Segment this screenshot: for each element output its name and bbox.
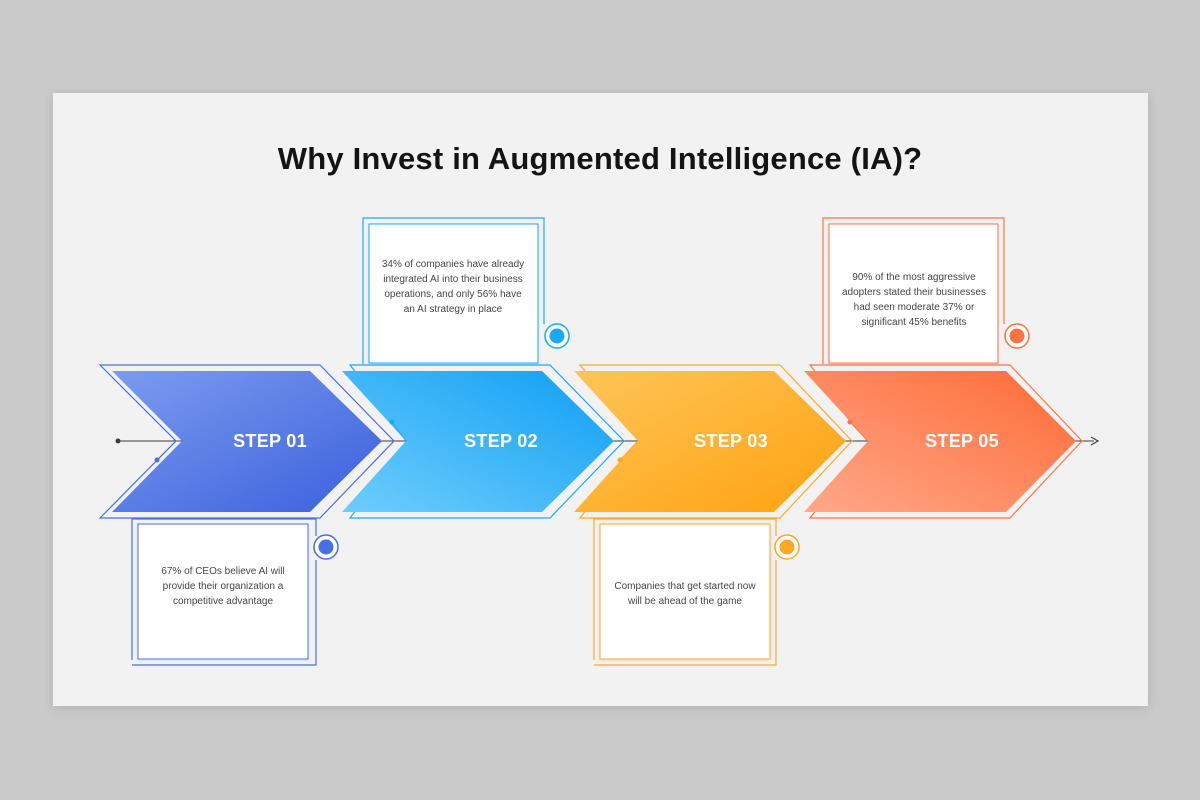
step-05-chevron <box>804 371 1076 512</box>
step-03-card-text: Companies that get started now will be a… <box>614 581 756 607</box>
flow-start-dot <box>115 438 121 444</box>
step-01-card <box>137 523 309 660</box>
step-01-chevron <box>112 371 382 512</box>
step-03-group <box>574 364 853 666</box>
step-05-group <box>804 217 1083 519</box>
step-03-card <box>599 523 771 660</box>
step-03-label: STEP 03 <box>694 431 768 451</box>
step-02-card <box>368 223 539 364</box>
step-01-card-text: 67% of CEOs believe AI will provide thei… <box>161 566 285 607</box>
step-01-group <box>98 364 395 666</box>
step-05-label: STEP 05 <box>925 431 999 451</box>
step-02-chevron <box>342 371 614 512</box>
flow-arrow-icon <box>1090 436 1100 446</box>
step-02-group <box>342 217 625 519</box>
step-01-label: STEP 01 <box>233 431 307 451</box>
step-05-card-text: 90% of the most aggressive adopters stat… <box>842 272 986 328</box>
step-05-card <box>828 223 999 364</box>
step-02-card-text: 34% of companies have already integrated… <box>381 259 525 315</box>
step-02-label: STEP 02 <box>464 431 538 451</box>
page-title: Why Invest in Augmented Intelligence (IA… <box>277 141 923 176</box>
step-03-chevron <box>574 371 846 512</box>
